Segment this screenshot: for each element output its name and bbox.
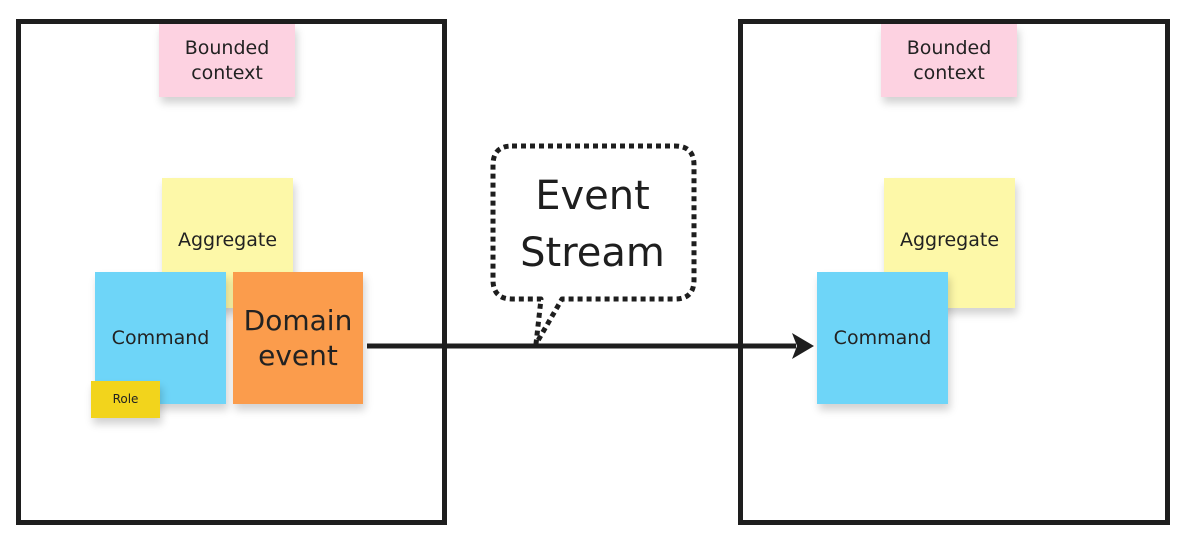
event-stream-label: Event Stream bbox=[520, 173, 665, 276]
event-flow-arrow-head bbox=[792, 333, 814, 359]
right-command-label: Command bbox=[833, 326, 932, 349]
left-aggregate-label: Aggregate bbox=[177, 229, 278, 251]
right-bounded-context-label: Bounded context bbox=[906, 36, 992, 84]
right-command-note[interactable]: Command bbox=[817, 272, 948, 404]
event-stream-bubble[interactable] bbox=[490, 143, 697, 347]
domain-event-note[interactable]: Domain event bbox=[233, 272, 363, 404]
right-aggregate-label: Aggregate bbox=[899, 229, 1000, 251]
left-bounded-context-label: Bounded context bbox=[184, 36, 270, 84]
left-bounded-context-note[interactable]: Bounded context bbox=[159, 24, 295, 97]
role-label: Role bbox=[112, 391, 139, 406]
left-command-label: Command bbox=[111, 326, 210, 349]
right-bounded-context-note[interactable]: Bounded context bbox=[881, 24, 1017, 97]
domain-event-label: Domain event bbox=[243, 304, 353, 372]
role-note[interactable]: Role bbox=[91, 381, 160, 418]
